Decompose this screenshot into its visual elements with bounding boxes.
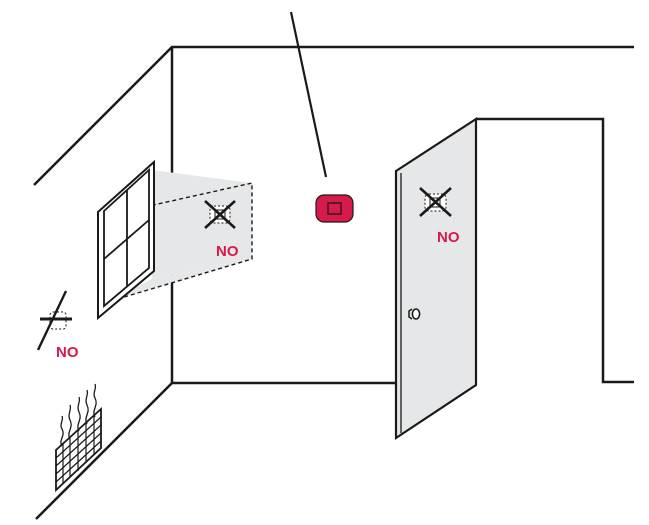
window-sunlight-group — [97, 159, 253, 321]
sunlight-cone — [152, 170, 252, 279]
thermostat-display-icon — [327, 202, 342, 215]
room-outline — [33, 45, 634, 520]
cross-icon-b — [419, 187, 452, 217]
back-doorway-outline — [476, 117, 634, 384]
heat-waves-icon — [60, 383, 97, 447]
thermostat-pointer-line — [289, 11, 328, 178]
thermostat-correct-location — [315, 194, 354, 223]
no-thermostat-door-mark: NO — [419, 187, 460, 246]
heater-grid — [55, 416, 102, 484]
door-panel — [394, 116, 478, 441]
thermostat-icon — [315, 194, 354, 223]
ceiling-left-edge — [33, 45, 634, 186]
no-thermostat-window-mark: NO — [204, 200, 239, 260]
heater-group — [55, 383, 102, 493]
thermostat-outline-inner-icon — [214, 209, 226, 220]
thermostat-outline-inner-icon — [429, 197, 441, 208]
no-thermostat-outside-wall-mark: NO — [36, 290, 79, 361]
window-mullion-horizontal — [103, 219, 150, 260]
outside-wall-no-label: NO — [56, 344, 79, 361]
door-knob-base-icon — [408, 308, 413, 320]
window-no-label: NO — [216, 243, 239, 260]
cross-icon-b — [204, 200, 236, 229]
door-no-label: NO — [437, 229, 460, 246]
floor-left-edge — [35, 382, 173, 520]
slash-icon — [36, 290, 68, 351]
door-knob-icon — [411, 308, 421, 320]
sunlight-cone-dashed-edge — [103, 182, 253, 304]
door-group — [394, 116, 478, 441]
